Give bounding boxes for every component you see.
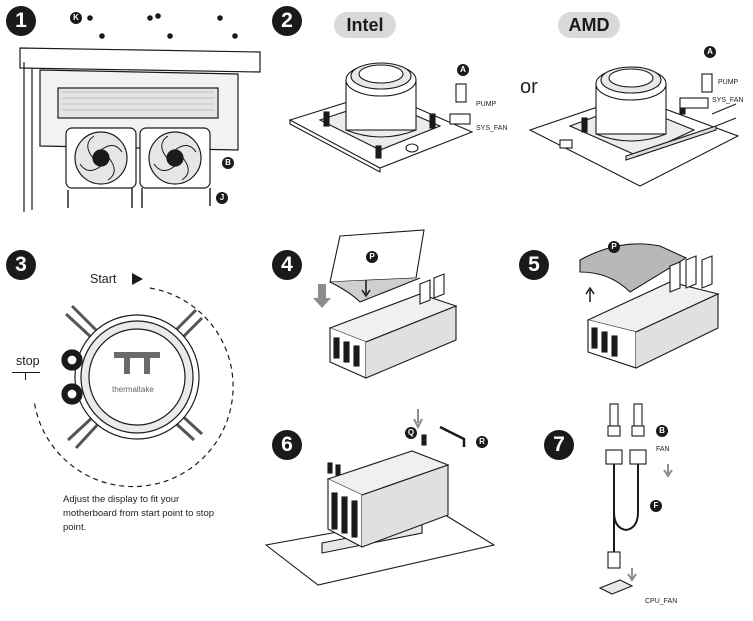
callout-q: Q — [405, 427, 417, 439]
callout-r: R — [476, 436, 488, 448]
callout-j: J — [216, 192, 228, 204]
fan-icon — [139, 127, 211, 189]
up-arrow-icon — [585, 286, 595, 302]
step-6-illustration — [264, 409, 496, 586]
callout-f: F — [650, 500, 662, 512]
step-3-number: 3 — [6, 250, 36, 280]
start-arrow-icon — [132, 273, 143, 285]
thermaltake-logo — [114, 352, 160, 374]
amd-label: AMD — [558, 12, 620, 38]
callout-b: B — [222, 157, 234, 169]
fan-label: FAN — [656, 446, 670, 453]
callout-p-step4: P — [366, 251, 378, 263]
callout-b-step7: B — [656, 425, 668, 437]
step-4-number: 4 — [272, 250, 302, 280]
step-7-illustration — [598, 403, 673, 595]
callout-p-step5: P — [608, 241, 620, 253]
sys-fan-label-amd: SYS_FAN — [712, 97, 744, 104]
amd-motherboard-illustration — [528, 66, 740, 187]
pump-label-amd: PUMP — [718, 79, 739, 86]
step-2-number: 2 — [272, 6, 302, 36]
stop-label: stop — [16, 354, 40, 368]
callout-a-amd: A — [704, 46, 716, 58]
down-arrow-icon — [313, 284, 331, 308]
step-5-number: 5 — [519, 250, 549, 280]
stop-mark-tick — [25, 372, 26, 380]
pump-label-intel: PUMP — [476, 101, 497, 108]
start-label: Start — [90, 272, 117, 286]
step-4-illustration — [313, 229, 458, 379]
fan-icon — [65, 127, 137, 189]
down-arrow-icon — [627, 568, 637, 582]
down-arrow-icon — [663, 464, 673, 478]
step-3-caption: Adjust the display to fit your motherboa… — [63, 494, 215, 533]
allen-key-icon — [439, 425, 466, 447]
step-3-pump-display-illustration — [33, 287, 234, 488]
callout-k: K — [70, 12, 82, 24]
intel-motherboard-illustration — [288, 62, 474, 173]
callout-a-intel: A — [457, 64, 469, 76]
cpu-fan-label: CPU_FAN — [645, 598, 678, 605]
step-6-number: 6 — [272, 430, 302, 460]
stop-mark — [12, 372, 40, 373]
step-7-number: 7 — [544, 430, 574, 460]
screw-icon — [87, 13, 238, 39]
step-5-illustration — [579, 243, 720, 369]
step-1-case-illustration — [19, 13, 261, 212]
or-label: or — [520, 76, 538, 98]
step-1-number: 1 — [6, 6, 36, 36]
brand-text: thermaltake — [112, 385, 154, 394]
intel-label: Intel — [334, 12, 396, 38]
down-arrow-icon — [413, 409, 423, 430]
sys-fan-label-intel: SYS_FAN — [476, 125, 508, 132]
